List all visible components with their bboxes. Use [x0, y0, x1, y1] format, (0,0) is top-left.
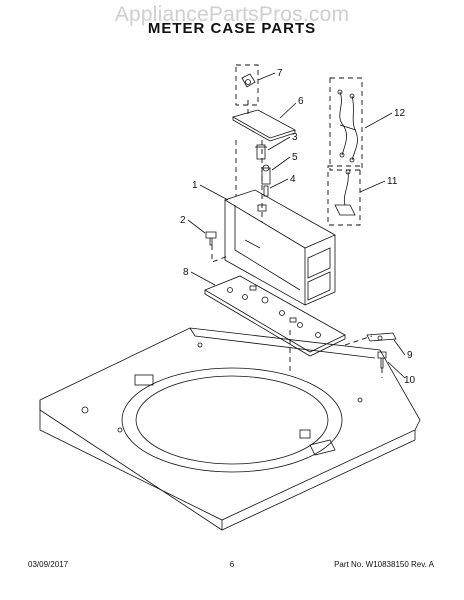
callout-10: 10 — [404, 375, 416, 386]
callout-4: 4 — [290, 174, 296, 185]
sensor — [334, 169, 356, 216]
callout-3: 3 — [292, 132, 298, 143]
footer-page-number: 6 — [229, 560, 235, 569]
bracket — [366, 332, 397, 369]
mounting-plate — [204, 275, 346, 357]
callout-12: 12 — [394, 108, 406, 119]
callout-1: 1 — [192, 180, 198, 191]
callout-11: 11 — [387, 176, 398, 187]
callout-8: 8 — [183, 267, 189, 278]
callout-9: 9 — [407, 350, 413, 361]
small-components — [255, 144, 271, 197]
sensor-dashed-box — [327, 165, 361, 226]
watermark: AppliancePartsPros.com — [114, 3, 350, 26]
connector-dashed-box — [235, 64, 259, 106]
meter-cover — [231, 109, 297, 142]
footer-date: 03/09/2017 — [28, 560, 69, 569]
callout-6: 6 — [298, 96, 304, 107]
footer-part-number: Part No. W10838150 Rev. A — [334, 560, 434, 569]
console-base-frame — [39, 327, 421, 531]
meter-case — [224, 189, 336, 306]
callout-5: 5 — [292, 152, 298, 163]
page-title: METER CASE PARTS — [147, 20, 317, 37]
connector — [241, 73, 256, 88]
screw — [205, 231, 217, 246]
wire-harness — [337, 89, 358, 163]
harness-dashed-box — [329, 77, 363, 171]
callout-2: 2 — [180, 215, 186, 226]
callout-7: 7 — [277, 68, 283, 79]
